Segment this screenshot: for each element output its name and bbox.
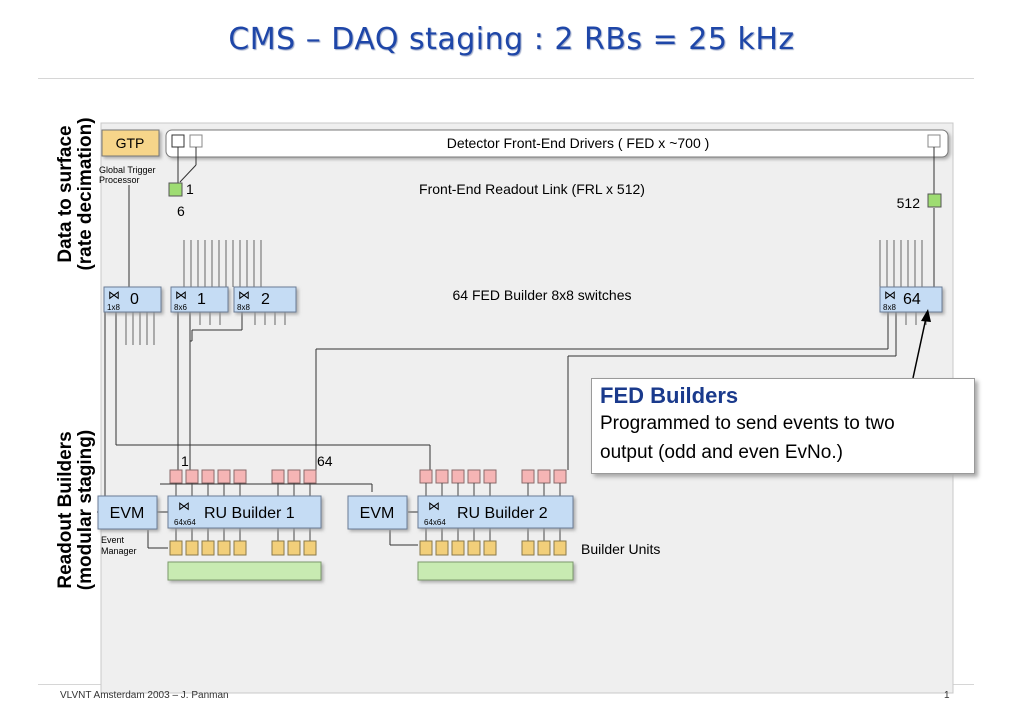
frl-box-first [168, 182, 183, 197]
frl-box-last [927, 193, 942, 208]
fed-builder-switch-1: ⋈ 1 8x6 [170, 286, 229, 313]
svg-text:8x8: 8x8 [237, 303, 250, 312]
event-manager-caption: Manager [101, 546, 137, 556]
footer-page-number: 1 [944, 690, 950, 701]
ru-port-last: 64 [317, 453, 333, 469]
fed-builder-switch-2: ⋈ 2 8x8 [233, 286, 297, 313]
svg-text:EVM: EVM [360, 505, 395, 522]
footer-credit: VLVNT Amsterdam 2003 – J. Panman [60, 690, 229, 701]
event-manager-caption: Event [101, 535, 125, 545]
gtp-box [101, 129, 160, 157]
svg-text:EVM: EVM [110, 505, 145, 522]
switch-icon: ⋈ [884, 288, 896, 302]
callout-line: Programmed to send events to two [600, 413, 895, 434]
ru-port-first: 1 [181, 453, 189, 469]
svg-text:1x8: 1x8 [107, 303, 120, 312]
frl-first-label: 1 [186, 181, 194, 197]
svg-text:8x6: 8x6 [174, 303, 187, 312]
fed-builders-callout: FED Builders Programmed to send events t… [591, 378, 975, 474]
callout-arrow-line [912, 317, 927, 379]
switch-icon: ⋈ [175, 288, 187, 302]
filter-farm-2 [417, 561, 574, 581]
gtp-caption: Global Trigger [99, 165, 156, 175]
svg-text:2: 2 [261, 291, 270, 308]
gtp-caption: Processor [99, 175, 140, 185]
switch-icon: ⋈ [428, 499, 440, 513]
fed-port-icon [189, 134, 203, 148]
ru-stubs [425, 483, 561, 541]
connection-lines [97, 147, 935, 549]
switch-icon: ⋈ [238, 288, 250, 302]
frl-last-label: 512 [897, 195, 921, 211]
callout-arrow-head [921, 309, 931, 322]
gtp-label: GTP [116, 135, 145, 151]
title-divider [38, 78, 974, 79]
svg-text:64: 64 [903, 291, 921, 308]
ru-builder-2-label: RU Builder 2 [457, 505, 548, 522]
slide-title: CMS – DAQ staging : 2 RBs = 25 kHz [228, 22, 795, 57]
ru-builder-2: ⋈ RU Builder 2 64x64 [417, 469, 574, 581]
callout-title: FED Builders [600, 383, 739, 408]
builder-units [419, 540, 567, 556]
builder-units [169, 540, 317, 556]
fed-builder-label: 64 FED Builder 8x8 switches [453, 287, 632, 303]
callout-line: output (odd and even EvNo.) [600, 442, 843, 463]
evm-1: EVM [97, 495, 158, 530]
builder-units-label: Builder Units [581, 541, 660, 557]
switch-icon: ⋈ [178, 499, 190, 513]
svg-text:64x64: 64x64 [174, 518, 196, 527]
fed-bar-label: Detector Front-End Drivers ( FED x ~700 … [447, 135, 710, 151]
ru-stubs [175, 483, 311, 541]
fed-bar [165, 129, 949, 158]
frl-first-extra: 6 [177, 203, 185, 219]
svg-text:1: 1 [197, 291, 206, 308]
ru-builder-1-label: RU Builder 1 [204, 505, 295, 522]
filter-farm-1 [167, 561, 322, 581]
fed-port-icon [927, 134, 941, 148]
switch-icon: ⋈ [108, 288, 120, 302]
fed-builder-switch-64: ⋈ 64 8x8 [879, 286, 943, 313]
output-fan-lines [125, 312, 927, 345]
readout-units [169, 469, 317, 484]
fed-port-icon [171, 134, 185, 148]
fed-builder-switch-0: ⋈ 0 1x8 [103, 286, 162, 313]
ru-builder-1: ⋈ RU Builder 1 64x64 [167, 469, 322, 581]
input-fan-lines [183, 240, 923, 287]
svg-text:0: 0 [130, 291, 139, 308]
svg-text:8x8: 8x8 [883, 303, 896, 312]
frl-label: Front-End Readout Link (FRL x 512) [419, 181, 645, 197]
svg-text:64x64: 64x64 [424, 518, 446, 527]
readout-units [419, 469, 567, 484]
evm-2: EVM [347, 495, 408, 530]
